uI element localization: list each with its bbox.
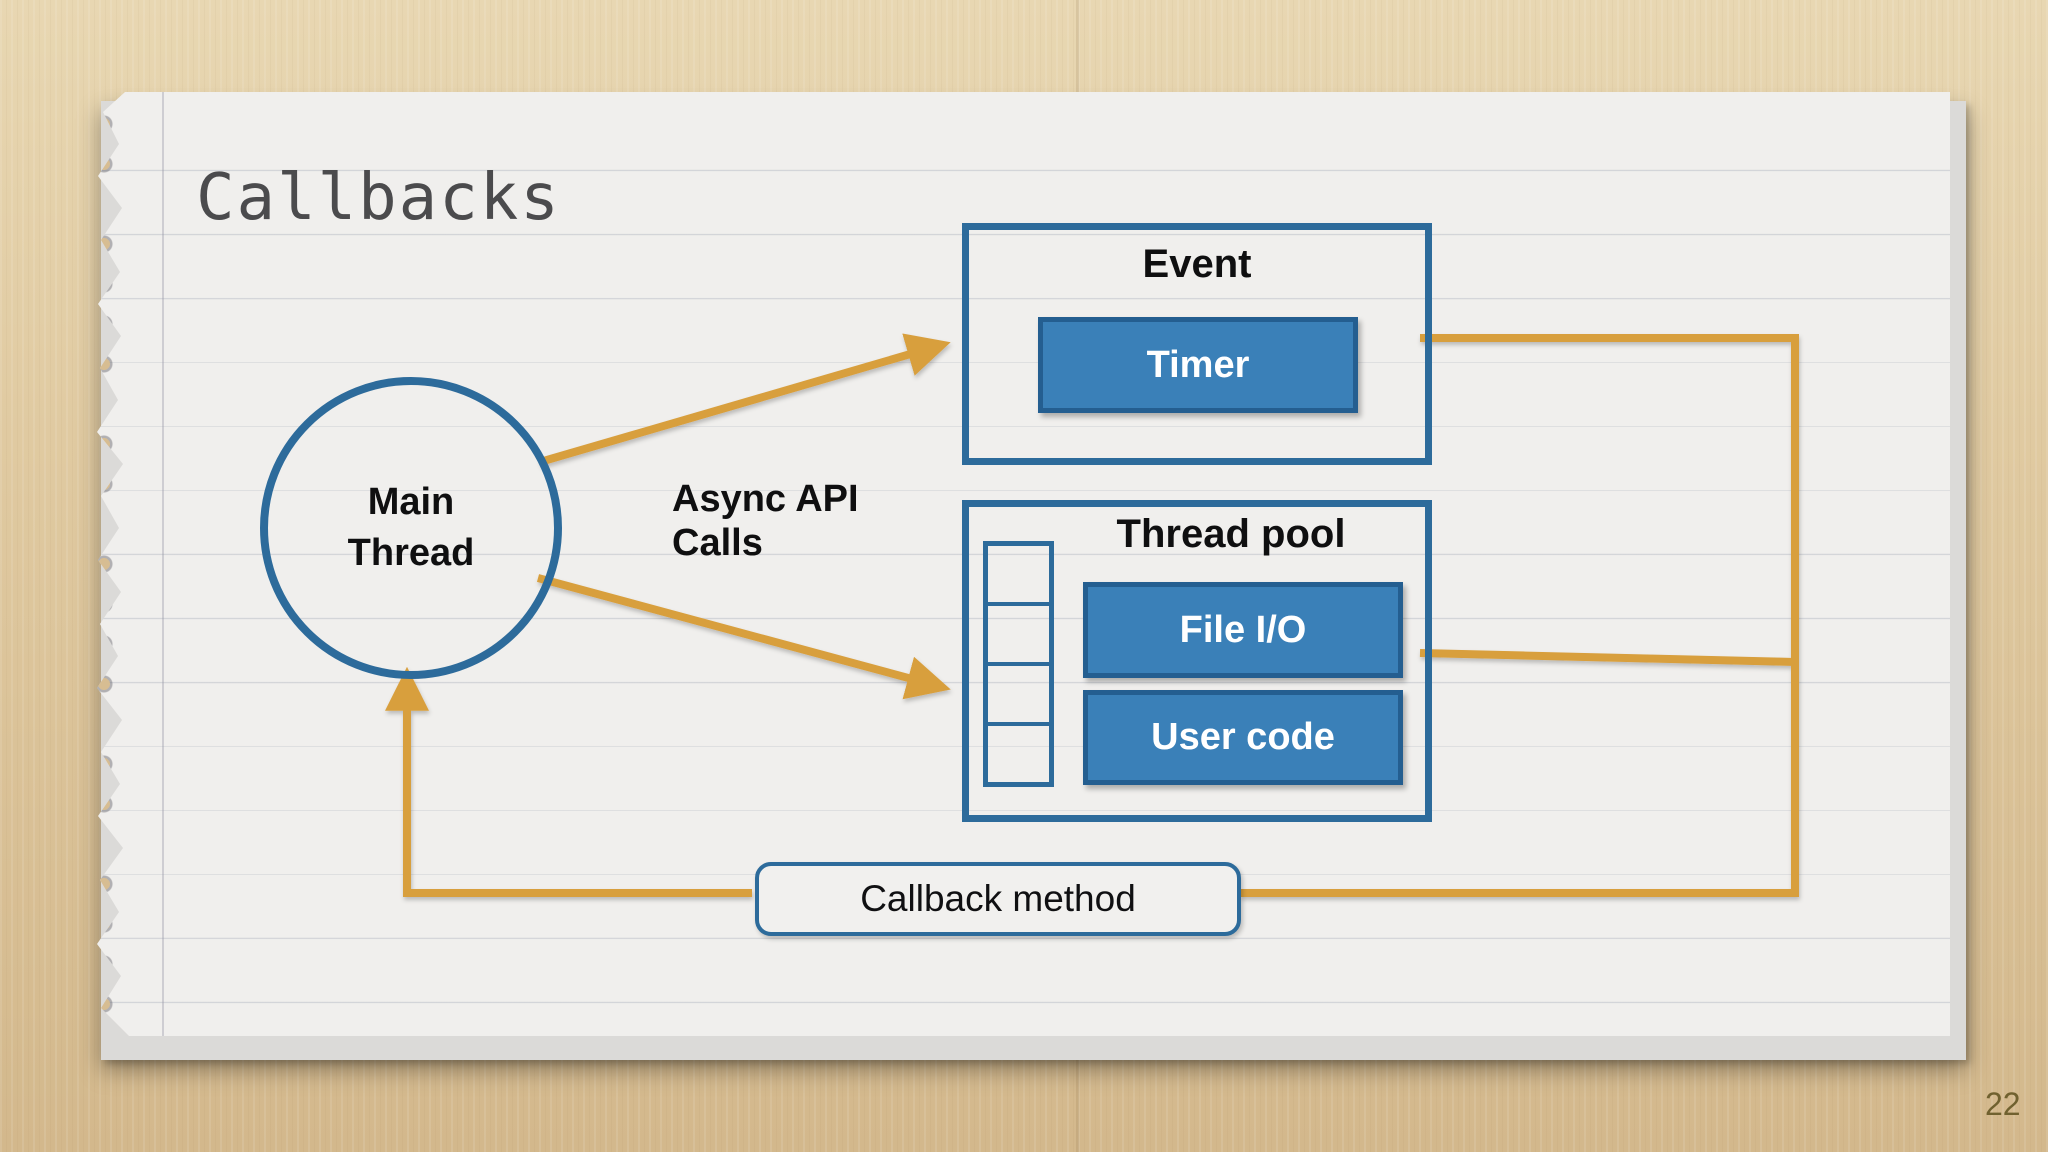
page-number: 22 [1985, 1086, 2021, 1122]
user-code-box: User code [1083, 690, 1403, 785]
queue-cell [988, 662, 1049, 722]
task-queue [983, 541, 1054, 787]
event-box-title: Event [1142, 242, 1252, 286]
file-io-label: File I/O [1179, 608, 1307, 651]
event-box: Event [962, 223, 1432, 465]
thread-pool-title: Thread pool [1116, 512, 1346, 556]
slide-title: Callbacks [196, 161, 561, 235]
queue-cell [988, 546, 1049, 602]
queue-cell [988, 722, 1049, 782]
torn-edge-holes [97, 104, 119, 1024]
timer-label: Timer [1146, 343, 1250, 386]
thread-pool-box [962, 500, 1432, 822]
queue-cell [988, 602, 1049, 662]
timer-box: Timer [1038, 317, 1358, 413]
main-thread-circle: Main Thread [260, 377, 562, 679]
callback-method-label: Callback method [860, 878, 1136, 919]
file-io-box: File I/O [1083, 582, 1403, 678]
main-thread-label: Main Thread [347, 480, 475, 574]
callback-method-box: Callback method [755, 862, 1241, 936]
user-code-label: User code [1151, 716, 1335, 758]
async-api-label: Async API Calls [672, 478, 859, 564]
